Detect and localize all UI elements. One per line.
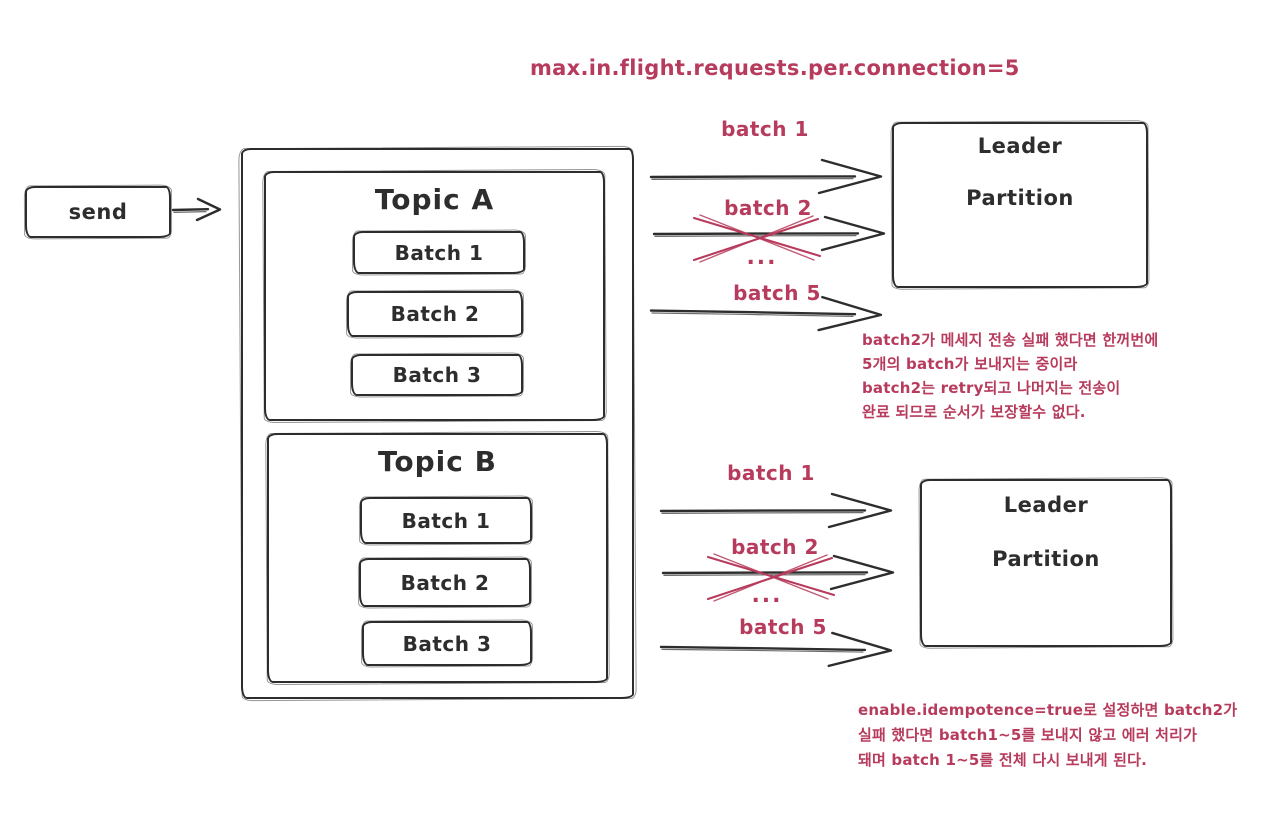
topic-a-title: Topic A xyxy=(374,183,495,216)
flow-arrow-batch-5 xyxy=(649,295,883,332)
leader-partition-box-top: Leader Partition xyxy=(892,122,1148,288)
topic-b-batch-1: Batch 1 xyxy=(360,497,532,544)
send-box: send xyxy=(25,186,171,238)
topic-b-title: Topic B xyxy=(378,445,497,478)
topic-b-box: Topic B Batch 1 Batch 2 Batch 3 xyxy=(267,433,608,683)
batch-label: Batch 2 xyxy=(400,570,490,595)
topic-b-batch-2: Batch 2 xyxy=(359,558,531,607)
failure-cross-icon xyxy=(706,553,836,602)
flow-arrow-batch-5 xyxy=(659,631,893,668)
leader-partition-box-bottom: Leader Partition xyxy=(920,479,1172,647)
partition-title: Partition xyxy=(992,547,1100,571)
flow-arrow-batch-1 xyxy=(659,492,893,529)
topic-a-box: Topic A Batch 1 Batch 2 Batch 3 xyxy=(264,171,605,421)
topic-a-batch-3: Batch 3 xyxy=(351,354,523,396)
batch-label: Batch 1 xyxy=(401,508,491,533)
note-idempotence: enable.idempotence=true로 설정하면 batch2가 실패… xyxy=(858,698,1237,773)
batch-label: Batch 1 xyxy=(394,240,484,265)
flow-ellipsis: ... xyxy=(746,245,778,270)
batch-label: Batch 2 xyxy=(390,302,480,326)
flow-label-batch-5: batch 5 xyxy=(739,615,827,639)
note-line: enable.idempotence=true로 설정하면 batch2가 xyxy=(858,701,1238,719)
topic-b-batch-3: Batch 3 xyxy=(362,621,532,666)
batch-label: Batch 3 xyxy=(402,631,492,656)
partition-title: Partition xyxy=(966,186,1074,210)
leader-title: Leader xyxy=(977,134,1063,158)
note-line: 5개의 batch가 보내지는 중이라 xyxy=(862,355,1078,373)
flow-label-batch-2: batch 2 xyxy=(731,535,819,559)
batch-label: Batch 3 xyxy=(392,363,482,387)
diagram-title: max.in.flight.requests.per.connection=5 xyxy=(530,56,1020,80)
note-line: 돼며 batch 1~5를 전체 다시 보내게 된다. xyxy=(858,751,1148,769)
flow-arrow-batch-1 xyxy=(649,158,883,195)
note-line: batch2는 retry되고 나머지는 전송이 xyxy=(862,379,1121,397)
note-line: 완료 되므로 순서가 보장할수 없다. xyxy=(862,403,1086,421)
note-line: batch2가 메세지 전송 실패 했다면 한꺼번에 xyxy=(862,331,1159,349)
flow-label-batch-2: batch 2 xyxy=(724,196,812,220)
flow-label-batch-1: batch 1 xyxy=(727,461,815,485)
failure-cross-icon xyxy=(692,214,822,263)
note-max-inflight: batch2가 메세지 전송 실패 했다면 한꺼번에 5개의 batch가 보내… xyxy=(862,328,1158,424)
leader-title: Leader xyxy=(1003,493,1089,517)
flow-ellipsis: ... xyxy=(751,583,783,608)
note-line: 실패 했다면 batch1~5를 보내지 않고 에러 처리가 xyxy=(858,726,1198,744)
topic-a-batch-2: Batch 2 xyxy=(347,291,523,337)
topic-a-batch-1: Batch 1 xyxy=(353,231,525,274)
flow-label-batch-5: batch 5 xyxy=(733,281,821,305)
send-arrow-icon xyxy=(171,197,222,222)
flow-label-batch-1: batch 1 xyxy=(721,117,809,141)
send-label: send xyxy=(68,200,128,224)
